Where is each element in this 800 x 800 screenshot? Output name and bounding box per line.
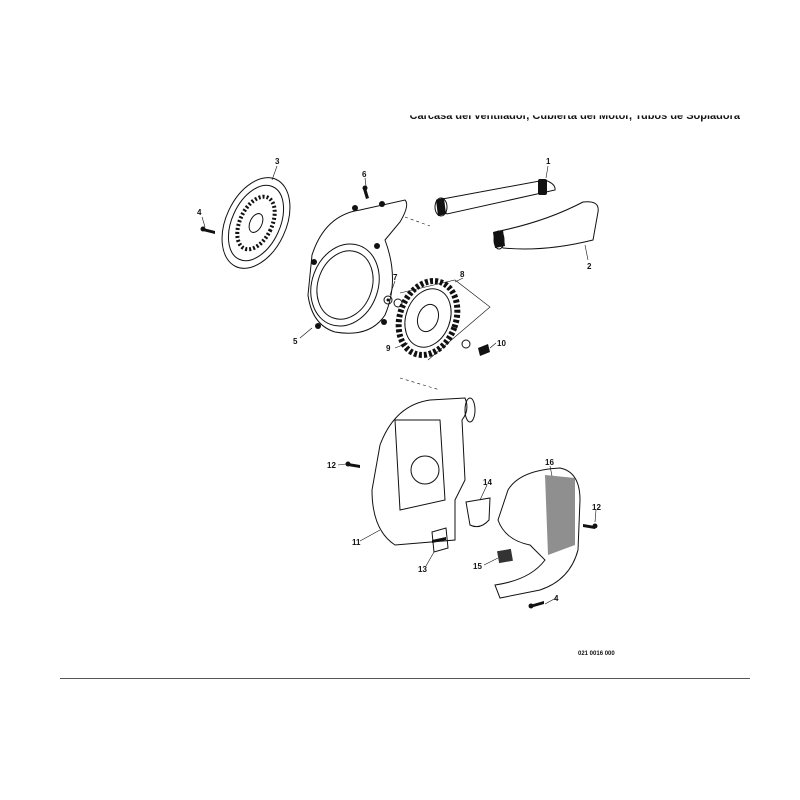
part-screw-bottom	[528, 601, 544, 609]
part-screw-top	[200, 226, 215, 234]
callout-6: 6	[362, 170, 367, 179]
callout-5: 5	[293, 337, 298, 346]
callout-13: 13	[418, 565, 427, 574]
callout-1: 1	[546, 157, 551, 166]
part-screw-left	[345, 461, 360, 468]
callout-4-bottom: 4	[554, 594, 559, 603]
part-washer-bolt	[461, 339, 490, 356]
callout-7: 7	[393, 273, 398, 282]
part-damper	[497, 548, 513, 564]
drawing-code: 021 0016 000	[578, 651, 615, 657]
callout-leaders	[201, 165, 597, 605]
part-screw-right	[583, 523, 598, 529]
part-filter-pad	[465, 497, 491, 528]
callout-9: 9	[386, 344, 391, 353]
callout-11: 11	[352, 538, 361, 547]
diagram-title: Carcasa del ventilador, Cubierta del Mot…	[409, 110, 740, 122]
callout-8: 8	[460, 270, 465, 279]
part-nozzle	[493, 201, 599, 250]
part-engine-cover	[494, 467, 581, 599]
callout-10: 10	[497, 339, 506, 348]
callout-3: 3	[275, 157, 280, 166]
callout-4-top: 4	[197, 208, 202, 217]
part-mounting-block	[431, 527, 449, 553]
part-8-bracket	[399, 279, 491, 361]
callout-12-right: 12	[592, 503, 601, 512]
part-intake-grill	[221, 177, 291, 269]
callout-14: 14	[483, 478, 492, 487]
part-blower-tube	[434, 179, 556, 217]
callout-12-left: 12	[327, 461, 336, 470]
part-fan-housing	[307, 199, 431, 334]
part-engine-casing	[371, 377, 476, 546]
callout-16: 16	[545, 458, 554, 467]
part-screw-housing	[362, 185, 369, 199]
part-nut	[383, 295, 403, 308]
part-fan-wheel	[395, 278, 461, 358]
divider-line	[60, 678, 750, 679]
callout-2: 2	[587, 262, 592, 271]
callout-15: 15	[473, 562, 482, 571]
